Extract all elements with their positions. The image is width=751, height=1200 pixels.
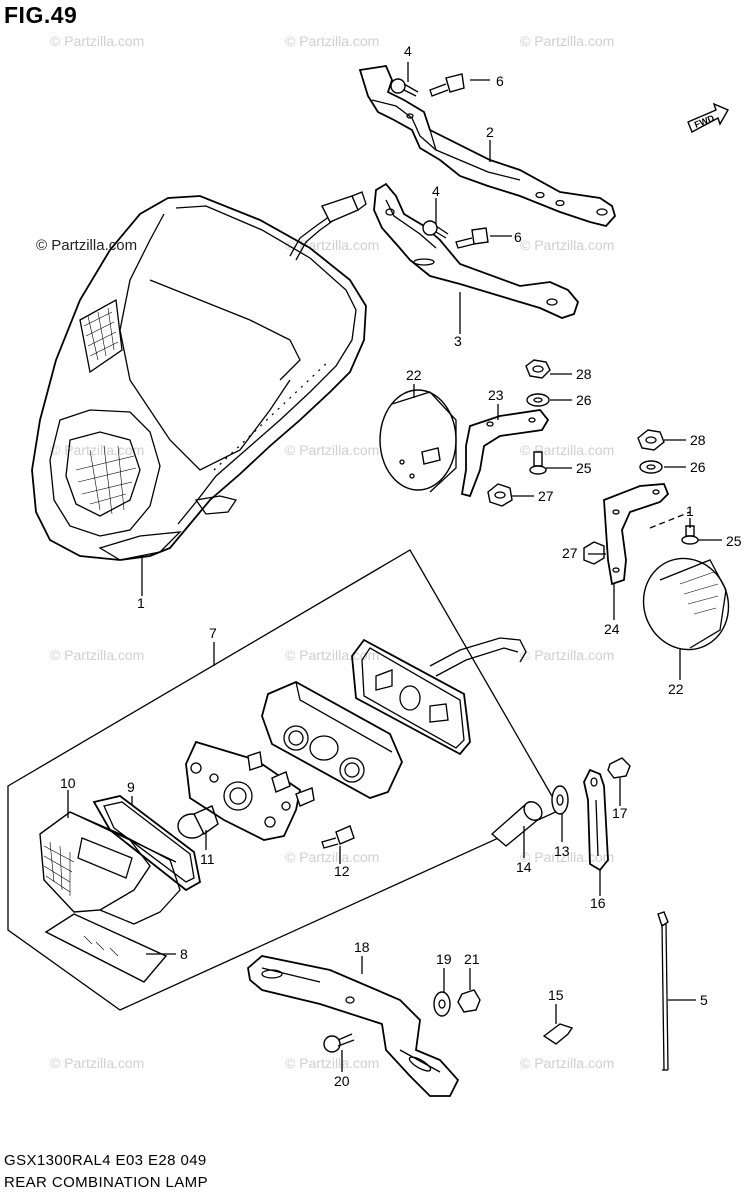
- bolt-part-6-lower: [455, 227, 489, 249]
- callout-8: 8: [180, 946, 188, 962]
- washer-part-19: [433, 991, 451, 1017]
- socket-plate: [185, 740, 315, 841]
- callout-17: 17: [612, 805, 628, 821]
- callout-28: 28: [690, 432, 706, 448]
- screw-part-20: [323, 1033, 355, 1053]
- bolt-part-4-lower: [422, 220, 449, 239]
- lamp-housing-middle: [261, 680, 403, 799]
- callout-16: 16: [590, 895, 606, 911]
- callouts: 4 6 2 4 6 3 1 22 23 28 26 25 27 28 26 1 …: [60, 43, 742, 1089]
- callout-5: 5: [700, 992, 708, 1008]
- watermarks: © Partzilla.com © Partzilla.com © Partzi…: [36, 33, 614, 1071]
- bracket-part-24: [603, 483, 691, 586]
- bracket-part-16: [583, 768, 609, 872]
- model-code: GSX1300RAL4 E03 E28 049: [4, 1152, 207, 1169]
- watermark: © Partzilla.com: [285, 1055, 379, 1071]
- callout-10: 10: [60, 775, 76, 791]
- callout-24: 24: [604, 621, 620, 637]
- reflector-part-22-right: [642, 557, 730, 651]
- callout-22: 22: [668, 681, 684, 697]
- callout-26: 26: [690, 459, 706, 475]
- callout-7: 7: [209, 625, 217, 641]
- washer-part-26-upper: [526, 393, 550, 407]
- cable-tie-part-5: [657, 911, 669, 1071]
- watermark: © Partzilla.com: [50, 647, 144, 663]
- nut-part-28-upper: [525, 359, 551, 379]
- nut-part-27-upper: [487, 483, 513, 507]
- bolt-part-6-upper: [429, 73, 465, 97]
- watermark: © Partzilla.com: [520, 442, 614, 458]
- callout-18: 18: [354, 939, 370, 955]
- callout-4: 4: [432, 183, 440, 199]
- callout-1: 1: [137, 595, 145, 611]
- watermark: © Partzilla.com: [285, 849, 379, 865]
- callout-15: 15: [548, 987, 564, 1003]
- callout-14: 14: [516, 859, 532, 875]
- washer-part-26-lower: [639, 460, 663, 474]
- rivet-part-15: [542, 1023, 574, 1045]
- watermark: © Partzilla.com: [520, 1055, 614, 1071]
- callout-11: 11: [200, 851, 215, 867]
- lens-part-10: [39, 811, 181, 925]
- spacer-part-14: [490, 801, 543, 847]
- callout-25: 25: [726, 533, 742, 549]
- callout-3: 3: [454, 333, 462, 349]
- gasket-part-9: [92, 795, 202, 892]
- callout-1: 1: [686, 503, 694, 519]
- fwd-label: FWD: [693, 113, 716, 130]
- nut-part-21: [457, 989, 481, 1013]
- bulb-part-11: [177, 805, 219, 839]
- nut-part-28-lower: [637, 429, 665, 451]
- nut-part-27-lower: [583, 541, 605, 565]
- callout-27: 27: [538, 488, 554, 504]
- watermark: © Partzilla.com: [285, 33, 379, 49]
- screw-part-25-lower: [681, 525, 699, 545]
- reflector-part-8: [44, 913, 168, 983]
- bracket-part-3: [373, 182, 580, 319]
- watermark: © Partzilla.com: [50, 1055, 144, 1071]
- callout-19: 19: [436, 951, 452, 967]
- callout-20: 20: [334, 1073, 350, 1089]
- washer-part-13: [551, 785, 569, 815]
- callout-23: 23: [488, 387, 504, 403]
- callout-26: 26: [576, 392, 592, 408]
- figure-title: FIG.49: [4, 2, 78, 28]
- callout-2: 2: [486, 124, 494, 140]
- callout-12: 12: [334, 863, 350, 879]
- callout-6: 6: [514, 229, 522, 245]
- callout-22: 22: [406, 367, 422, 383]
- nut-part-17: [607, 757, 631, 779]
- assembly-7-outline: [7, 549, 561, 1011]
- bracket-part-18: [247, 955, 460, 1097]
- watermark: © Partzilla.com: [285, 442, 379, 458]
- watermark: © Partzilla.com: [50, 442, 144, 458]
- watermark: © Partzilla.com: [520, 237, 614, 253]
- callout-25: 25: [576, 460, 592, 476]
- reflector-part-22-left: [379, 389, 457, 493]
- callout-28: 28: [576, 366, 592, 382]
- callout-6: 6: [496, 73, 504, 89]
- watermark: © Partzilla.com: [50, 33, 144, 49]
- callout-13: 13: [554, 843, 570, 859]
- section-title: REAR COMBINATION LAMP: [4, 1174, 208, 1191]
- watermark: © Partzilla.com: [520, 33, 614, 49]
- bolt-part-4-upper: [390, 78, 419, 97]
- rear-lamp-housing-part-1: [31, 191, 367, 561]
- watermark: © Partzilla.com: [520, 647, 614, 663]
- callout-9: 9: [127, 779, 135, 795]
- fwd-arrow-icon: FWD: [687, 102, 729, 133]
- bracket-part-23: [460, 409, 550, 498]
- watermark: © Partzilla.com: [285, 237, 379, 253]
- leader-lines: [67, 62, 722, 1072]
- callout-27: 27: [562, 545, 578, 561]
- callout-4: 4: [404, 43, 412, 59]
- watermark: © Partzilla.com: [36, 237, 137, 254]
- screw-part-12: [321, 825, 355, 849]
- screw-part-25-upper: [529, 451, 547, 475]
- lamp-rear-gasket: [351, 637, 527, 756]
- bracket-part-2: [358, 65, 617, 228]
- callout-21: 21: [464, 951, 480, 967]
